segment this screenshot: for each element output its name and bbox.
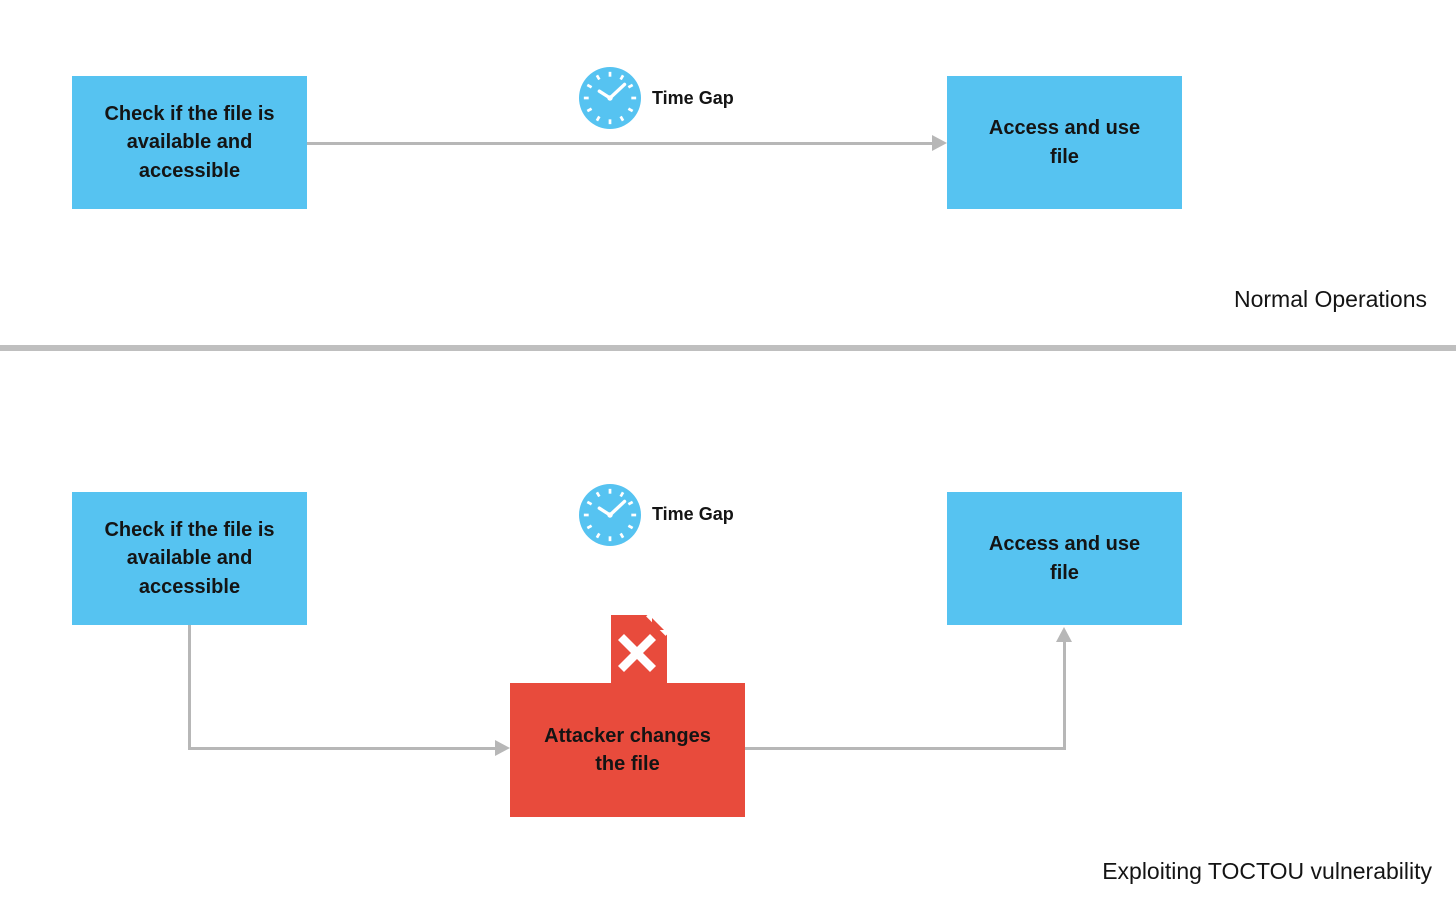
arrow-line-check-to-attacker-vertical [188,625,191,750]
clock-icon [579,484,641,546]
attacker-changes-file-box: Attacker changes the file [510,683,745,817]
access-file-box-normal: Access and use file [947,76,1182,209]
arrowhead-up-icon [1056,627,1072,642]
arrow-line-check-to-attacker-horizontal [188,747,496,750]
normal-operations-label: Normal Operations [1233,286,1427,312]
time-gap-label: Time Gap [652,88,734,108]
arrow-line-normal [307,142,934,145]
section-divider [0,345,1456,351]
time-gap-label: Time Gap [652,504,734,524]
check-file-box-exploit: Check if the file is available and acces… [72,492,307,625]
exploiting-toctou-label: Exploiting TOCTOU vulnerability [1102,858,1432,884]
check-file-box-normal: Check if the file is available and acces… [72,76,307,209]
corrupted-file-icon [611,615,667,683]
clock-icon [579,67,641,129]
arrow-line-attacker-to-access-horizontal [745,747,1065,750]
arrowhead-right-icon [495,740,510,756]
access-file-box-exploit: Access and use file [947,492,1182,625]
arrow-line-attacker-to-access-vertical [1063,640,1066,750]
arrowhead-right-icon [932,135,947,151]
